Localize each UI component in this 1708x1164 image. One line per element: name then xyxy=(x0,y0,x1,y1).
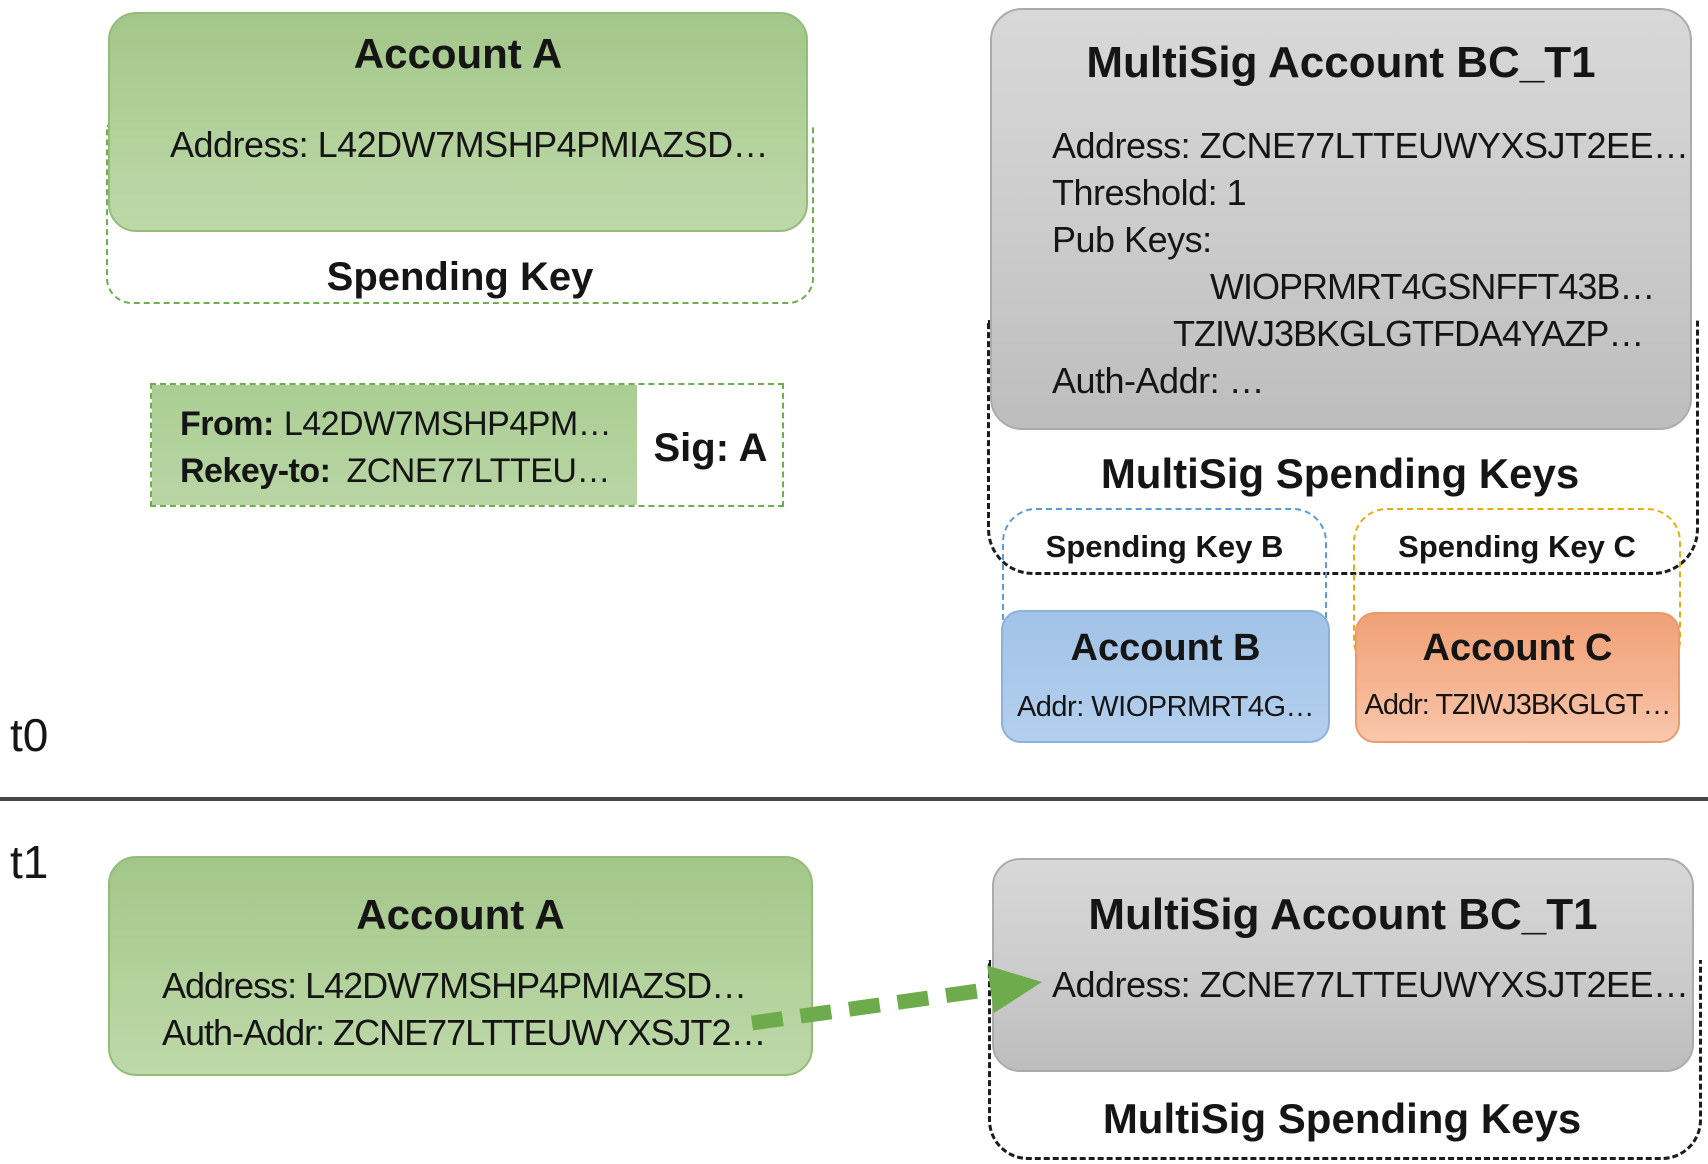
account-c-title: Account C xyxy=(1422,627,1613,669)
account-a-address-t0: Address: L42DW7MSHP4PMIAZSD… xyxy=(170,124,769,165)
spending-key-a-dashed-box: Spending Key xyxy=(106,125,814,304)
spending-key-c-label: Spending Key C xyxy=(1398,529,1636,564)
rekey-from-line: From:L42DW7MSHP4PM… xyxy=(180,401,612,448)
multisig-spending-keys-title-t1: MultiSig Spending Keys xyxy=(1102,1095,1582,1142)
account-a-box-t0: Account A Address: L42DW7MSHP4PMIAZSD… xyxy=(108,12,808,232)
timeline-divider xyxy=(0,797,1708,801)
multisig-spending-keys-container-t0 xyxy=(987,320,1699,575)
spending-key-a-label: Spending Key xyxy=(326,255,594,299)
multisig-details-t0: Address: ZCNE77LTTEUWYXSJT2EE… Threshold… xyxy=(1052,122,1689,404)
multisig-spending-keys-title-t0: MultiSig Spending Keys xyxy=(1100,450,1580,497)
multisig-authaddr-t0: Auth-Addr: … xyxy=(1052,360,1265,401)
multisig-address-t0: Address: ZCNE77LTTEUWYXSJT2EE… xyxy=(1052,125,1689,166)
multisig-pubkey-1: WIOPRMRT4GSNFFT43B… xyxy=(1210,266,1655,307)
rekey-from-label: From: xyxy=(180,405,274,443)
account-a-box-t1: Account A Address: L42DW7MSHP4PMIAZSD… A… xyxy=(108,856,813,1076)
multisig-spending-keys-container-t1 xyxy=(988,960,1702,1160)
account-b-title: Account B xyxy=(1070,627,1261,669)
signature-label: Sig: A xyxy=(653,426,768,470)
account-a-address-t1: Address: L42DW7MSHP4PMIAZSD… xyxy=(162,965,747,1006)
multisig-threshold: Threshold: 1 xyxy=(1052,172,1247,213)
multisig-box-t1: MultiSig Account BC_T1 Address: ZCNE77LT… xyxy=(992,858,1694,1072)
account-b-box: Account B Addr: WIOPRMRT4G… xyxy=(1001,610,1330,743)
spending-key-b-label: Spending Key B xyxy=(1045,529,1284,564)
rekey-to-label: Rekey-to: xyxy=(180,452,331,490)
multisig-pubkey-2: TZIWJ3BKGLGTFDA4YAZP… xyxy=(1173,313,1644,354)
rekey-to-line: Rekey-to: ZCNE77LTTEU… xyxy=(180,448,610,495)
rekey-transaction-fill xyxy=(152,385,637,505)
account-a-authaddr-t1: Auth-Addr: ZCNE77LTTEUWYXSJT2… xyxy=(162,1012,766,1053)
timeline-label-t0: t0 xyxy=(10,709,49,761)
account-a-title-t0: Account A xyxy=(353,30,563,77)
account-c-addr: Addr: TZIWJ3BKGLGT… xyxy=(1364,689,1672,721)
multisig-title-t0: MultiSig Account BC_T1 xyxy=(1086,38,1596,87)
multisig-box-t0: MultiSig Account BC_T1 Address: ZCNE77LT… xyxy=(990,8,1692,430)
timeline-label-t1: t1 xyxy=(10,836,49,888)
multisig-address-t1: Address: ZCNE77LTTEUWYXSJT2EE… xyxy=(1052,964,1689,1005)
account-a-title-t1: Account A xyxy=(356,891,565,938)
account-b-addr: Addr: WIOPRMRT4G… xyxy=(1016,691,1315,723)
rekey-from-value: L42DW7MSHP4PM… xyxy=(283,405,612,443)
rekey-transaction-box: From:L42DW7MSHP4PM… Rekey-to: ZCNE77LTTEU… xyxy=(150,383,784,507)
account-c-box: Account C Addr: TZIWJ3BKGLGT… xyxy=(1355,612,1680,743)
multisig-pubkeys-label: Pub Keys: xyxy=(1052,219,1212,260)
rekey-to-value: ZCNE77LTTEU… xyxy=(346,452,610,490)
multisig-title-t1: MultiSig Account BC_T1 xyxy=(1088,890,1598,939)
